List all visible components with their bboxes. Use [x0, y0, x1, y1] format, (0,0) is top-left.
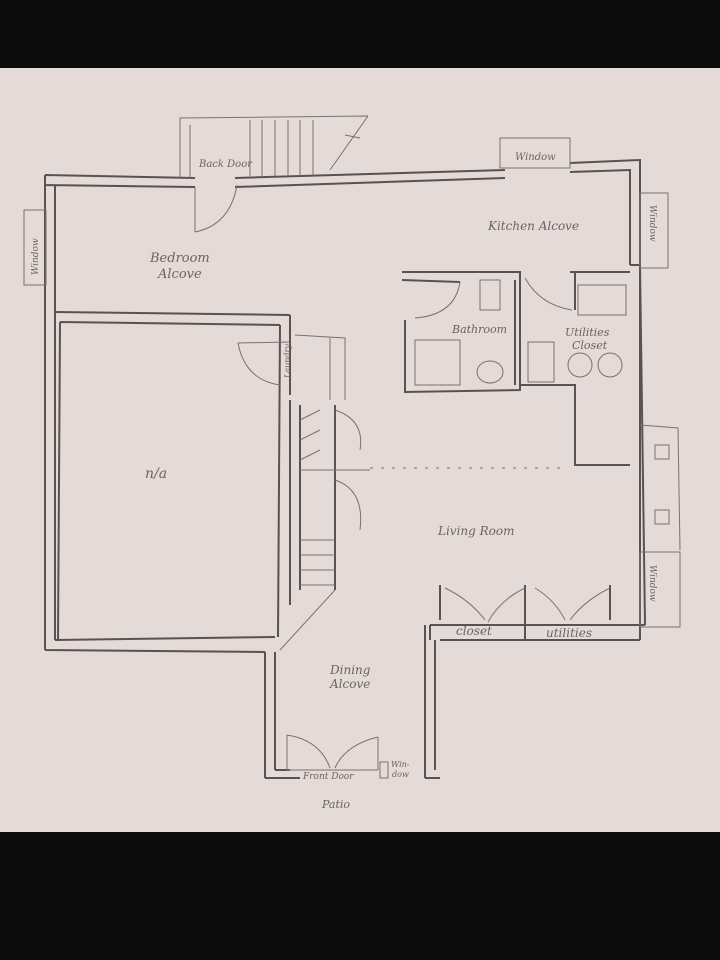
- label-dining-alcove: Alcove: [329, 677, 370, 691]
- label-window-right-lower: Window: [647, 565, 657, 602]
- label-patio: Patio: [321, 798, 350, 811]
- window-top: [499, 137, 571, 169]
- label-alcove: Alcove: [157, 267, 202, 282]
- bathroom-walls: [401, 271, 521, 394]
- label-living-room: Living Room: [437, 524, 515, 538]
- label-laundry: Laundry: [283, 344, 292, 379]
- label-dining: Dining: [329, 663, 371, 677]
- na-room-walls: [54, 311, 291, 641]
- utilities-closet-walls: [520, 271, 630, 466]
- back-stairs: [179, 115, 369, 178]
- label-window-left: Window: [31, 238, 41, 275]
- label-bathroom: Bathroom: [451, 323, 507, 336]
- label-back-door: Back Door: [198, 159, 253, 170]
- window-right-upper: [639, 192, 669, 269]
- label-window-front-1: Win-: [391, 760, 410, 769]
- window-right-lower: [639, 551, 681, 628]
- label-kitchen-alcove: Kitchen Alcove: [487, 219, 579, 233]
- label-closet-word: Closet: [572, 339, 608, 352]
- front-door: [286, 734, 379, 771]
- label-window-right-upper: Window: [647, 205, 657, 242]
- back-door: [194, 184, 238, 233]
- label-utilities-closet: Utilities: [565, 326, 610, 339]
- label-closet: closet: [456, 624, 492, 638]
- label-window-top: Window: [515, 152, 556, 163]
- window-front: [379, 761, 389, 779]
- label-bedroom: Bedroom: [149, 251, 210, 266]
- label-window-front-2: dow: [392, 770, 409, 779]
- closet-walls: [429, 585, 611, 640]
- label-utilities: utilities: [546, 626, 592, 640]
- window-left: [23, 209, 47, 286]
- label-na-room: n/a: [145, 466, 167, 482]
- label-front-door: Front Door: [302, 772, 354, 782]
